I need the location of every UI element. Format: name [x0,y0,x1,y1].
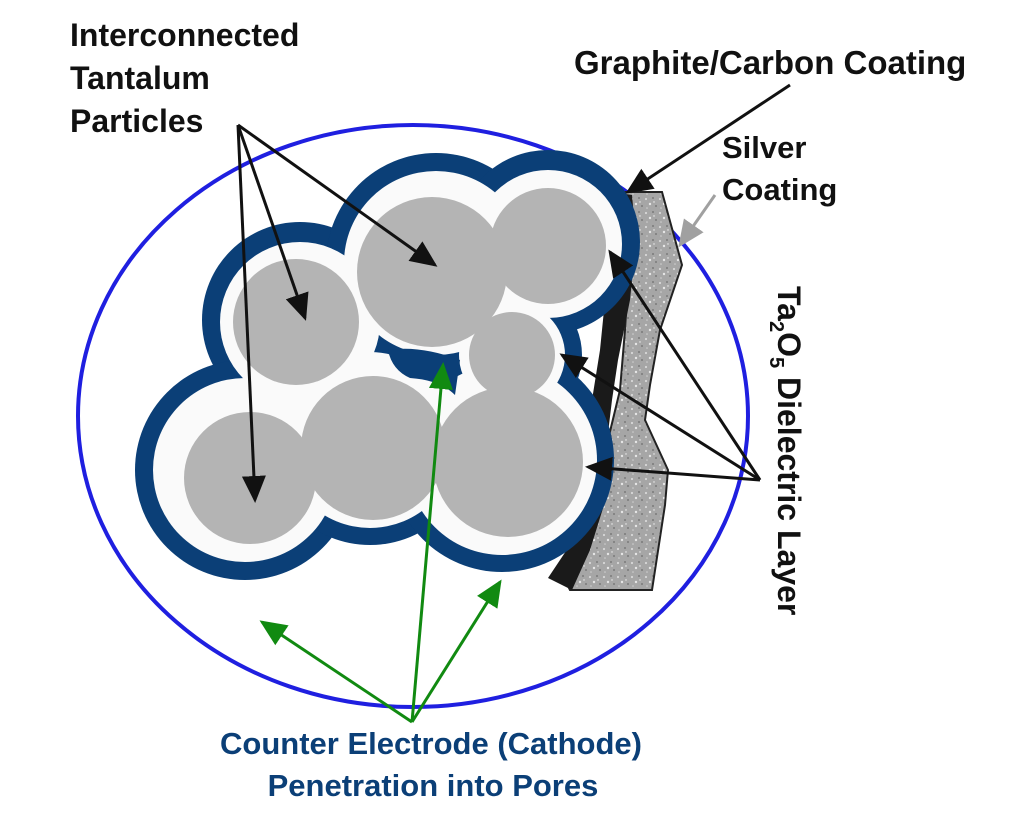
particles-label: Interconnected Tantalum Particles [70,17,299,139]
graphite-label: Graphite/Carbon Coating [574,44,966,81]
silver-arrow [678,194,717,248]
dielectric-arrows [559,249,762,482]
tantalum-particle [433,387,583,537]
silver-label-line1: Silver [722,130,806,165]
cathode-label-line1: Counter Electrode (Cathode) [220,726,642,761]
tantalum-particle [184,412,316,544]
cathode-label-line2: Penetration into Pores [268,768,599,803]
tantalum-particle [301,376,445,520]
particle-arrows [236,123,438,503]
particles-label-line1: Interconnected [70,17,299,53]
tantalum-particle [469,312,555,398]
tantalum-particle [490,188,606,304]
particles-label-line3: Particles [70,103,203,139]
silver-label-line2: Coating [722,172,837,207]
graphite-arrow [625,83,791,194]
cathode-arrows [259,362,502,724]
cathode-label: Counter Electrode (Cathode) Penetration … [220,726,642,803]
dielectric-label: Ta2O5 Dielectric Layer [765,286,807,615]
tantalum-particle [233,259,359,385]
silver-label: Silver Coating [722,130,837,207]
particles-label-line2: Tantalum [70,60,210,96]
